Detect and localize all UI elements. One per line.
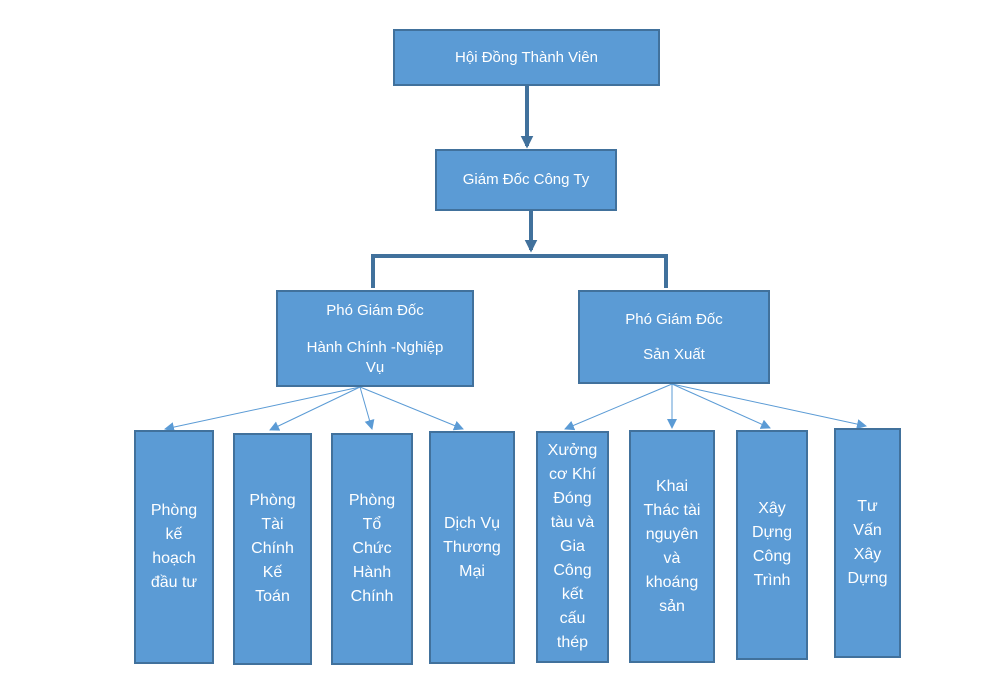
node-label-line: tàu và — [550, 514, 595, 531]
node-label-line: Kế — [262, 564, 283, 581]
node-director: Giám Đốc Công Ty — [435, 149, 617, 211]
node-label-line: Chính — [251, 540, 294, 557]
node-label-line: cấu — [559, 610, 586, 627]
node-label-line: Hành — [352, 564, 392, 581]
node-label-line: Đóng — [553, 490, 592, 507]
connector-vpprod-consulting — [671, 383, 867, 429]
node-label-line: Xây — [758, 500, 786, 517]
connector-vpadmin-organization — [359, 386, 375, 430]
node-label-line: Hành Chính -Nghiệp — [306, 339, 444, 356]
node-label-line: Phòng — [348, 492, 396, 509]
node-label-line: kế — [165, 526, 183, 543]
node-label-line: Vấn — [853, 522, 882, 539]
node-label-line: Thác tài — [643, 501, 701, 519]
node-label-line: và — [663, 549, 681, 567]
node-label-line: hoạch — [152, 550, 196, 567]
node-label-line: Khai — [655, 477, 689, 495]
node-label-line: Dựng — [751, 524, 793, 541]
node-label-line: Phó Giám Đốc — [326, 302, 424, 319]
node-label-line: Tư — [857, 498, 878, 515]
node-dept-planning: Phòng kế hoạch đầu tư — [134, 430, 214, 664]
node-label-line: Tổ — [362, 516, 382, 533]
node-label-line: Phòng — [150, 502, 198, 519]
node-label-line: Xây — [853, 546, 882, 563]
connector-vpadmin-trade — [359, 386, 464, 431]
node-label-line: Sản Xuất — [643, 345, 705, 363]
node-label-line: Gia — [560, 538, 585, 555]
node-label-line: kết — [561, 586, 584, 603]
node-label-line: Xưởng — [547, 442, 598, 459]
node-label-line: nguyên — [645, 525, 699, 543]
node-label-line: Chức — [352, 540, 392, 557]
connector-vp-bar — [371, 254, 668, 288]
node-label-line: khoáng — [645, 573, 699, 591]
node-label-line: đầu tư — [150, 574, 198, 591]
node-label-line: Chính — [350, 588, 394, 605]
node-label-line: Toán — [255, 588, 290, 605]
connector-vpadmin-finance — [269, 386, 361, 431]
node-label-line: Thương — [443, 538, 501, 556]
node-label-line: Mại — [459, 562, 485, 580]
node-label-line: cơ Khí — [549, 466, 596, 483]
connector-vpadmin-planning — [164, 386, 361, 432]
node-label-line: Công — [752, 548, 792, 565]
connector-vpprod-construction — [671, 383, 771, 429]
node-label-line: Vụ — [365, 359, 385, 376]
node-label-line: sản — [659, 597, 685, 615]
node-label-line: Công — [553, 562, 592, 579]
node-label-line: Trình — [753, 572, 791, 589]
node-label-line: Dịch Vụ — [443, 514, 501, 532]
node-label-line: Phó Giám Đốc — [625, 310, 723, 328]
node-label-line: Hội Đồng Thành Viên — [455, 48, 598, 66]
connector-vpprod-shipbuilding — [564, 383, 673, 431]
node-label-line: Giám Đốc Công Ty — [462, 171, 590, 188]
node-label-line: Tài — [261, 516, 284, 533]
node-label-line: Phòng — [249, 492, 296, 509]
node-label-line: Dựng — [847, 570, 888, 587]
node-label-line: thép — [556, 634, 589, 651]
node-board: Hội Đồng Thành Viên — [393, 29, 660, 86]
